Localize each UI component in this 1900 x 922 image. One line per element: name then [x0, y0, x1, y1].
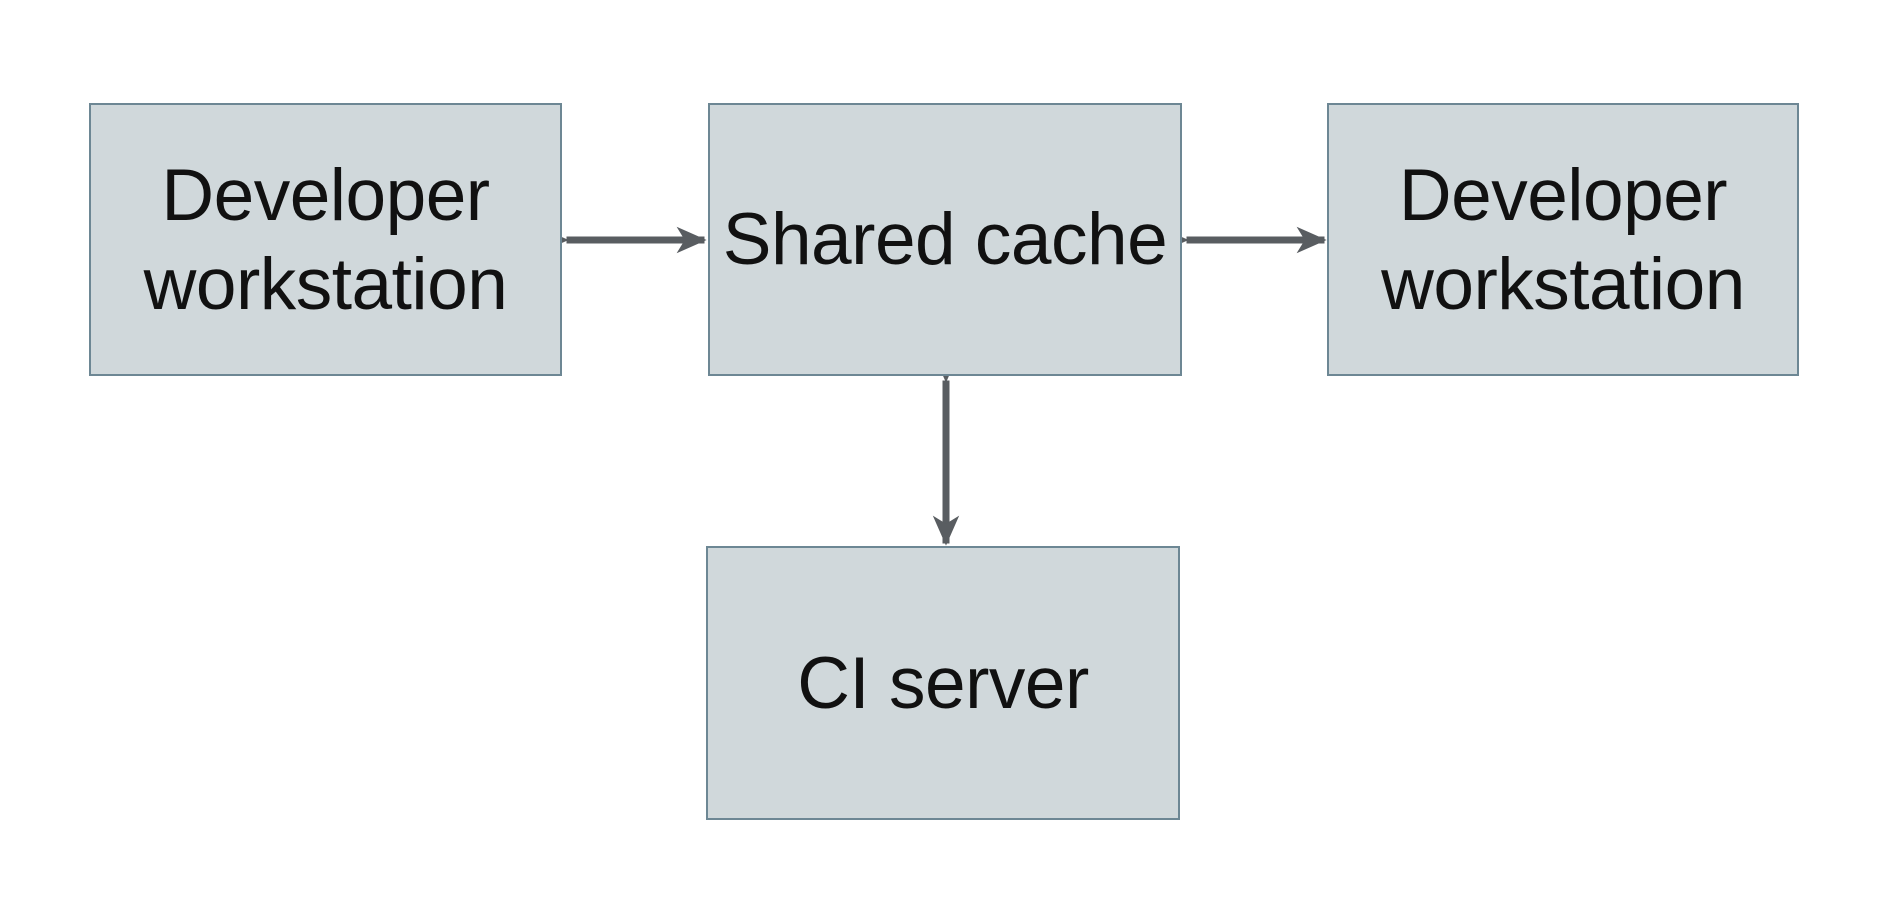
node-label-developer-workstation-right: Developer workstation	[1381, 154, 1745, 325]
node-shared-cache: Shared cache	[708, 103, 1182, 376]
node-developer-workstation-left: Developer workstation	[89, 103, 562, 376]
node-ci-server: CI server	[706, 546, 1180, 820]
node-label-ci-server: CI server	[797, 642, 1089, 724]
node-label-developer-workstation-left: Developer workstation	[143, 154, 508, 325]
node-developer-workstation-right: Developer workstation	[1327, 103, 1799, 376]
node-label-shared-cache: Shared cache	[722, 199, 1168, 280]
